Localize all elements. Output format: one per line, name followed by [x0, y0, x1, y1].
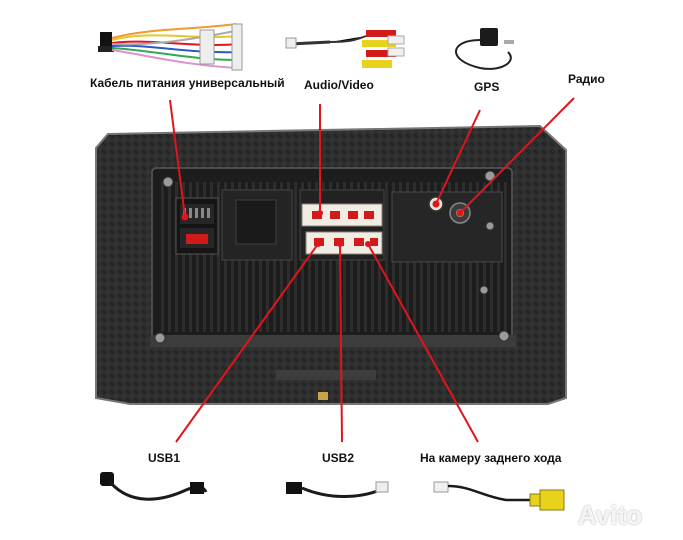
- label-usb1: USB1: [148, 451, 181, 465]
- label-power-cable: Кабель питания универсальный: [90, 76, 285, 90]
- gps-antenna-image: [455, 28, 514, 70]
- label-radio: Радио: [568, 72, 605, 86]
- label-rear-camera: На камеру заднего хода: [420, 451, 562, 465]
- avito-watermark: Avito: [578, 500, 643, 530]
- av-connector-top: [301, 203, 383, 227]
- label-gps: GPS: [474, 80, 500, 94]
- label-usb2: USB2: [322, 451, 355, 465]
- rear-camera-cable-image: [433, 481, 565, 511]
- pointer-camera: [367, 243, 479, 443]
- pointer-dots: [181, 200, 464, 247]
- pointer-power: [169, 99, 186, 218]
- pointer-usb2: [339, 243, 343, 443]
- usb1-cable-image: [100, 472, 208, 501]
- pointer-usb1: [175, 243, 319, 443]
- av-cable-image: [285, 30, 405, 68]
- head-unit-housing: [95, 124, 567, 405]
- label-audio-video: Audio/Video: [304, 78, 374, 92]
- usb2-cable-image: [286, 481, 389, 498]
- pointer-gps: [435, 109, 481, 205]
- wiring-harness-image: [98, 23, 243, 71]
- power-connector: [175, 197, 219, 255]
- pointer-lines: [169, 97, 575, 443]
- pointer-radio: [459, 97, 575, 214]
